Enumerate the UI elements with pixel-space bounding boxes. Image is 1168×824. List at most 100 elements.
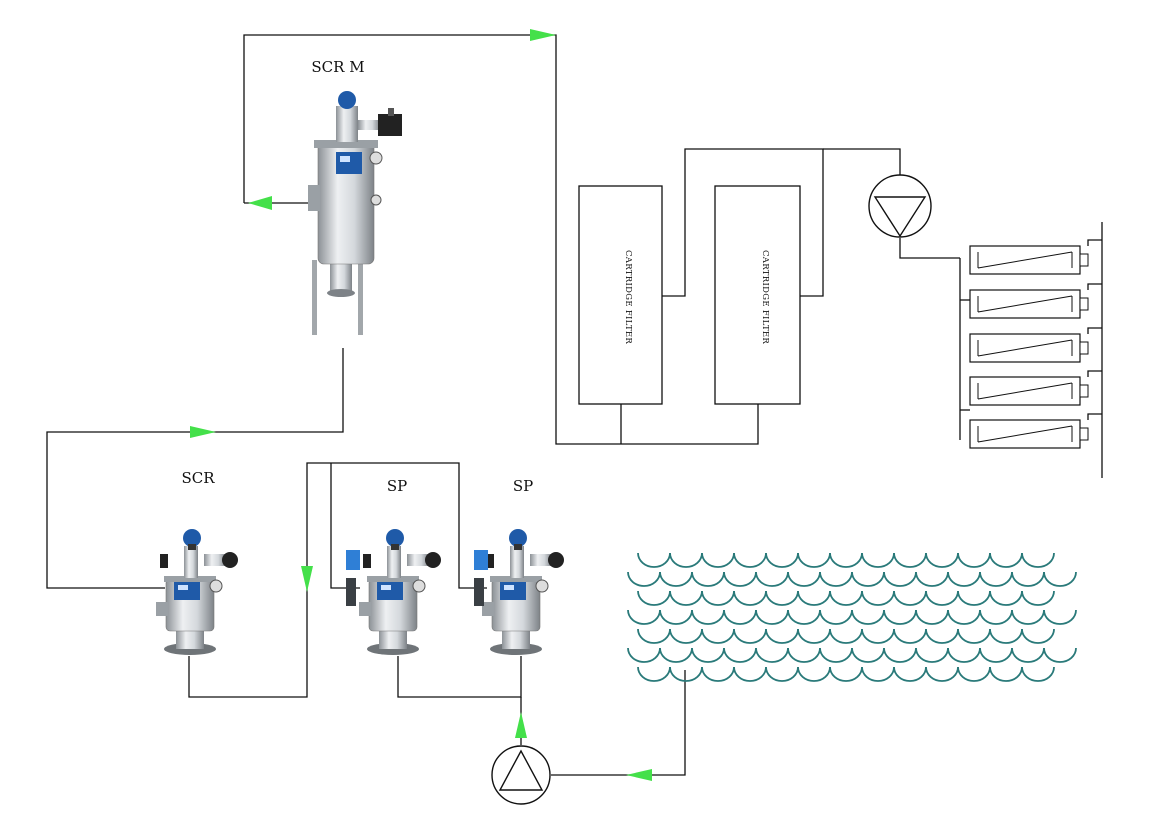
wave-arc [797, 552, 831, 568]
scr-m-filter [308, 91, 402, 335]
wave-arc [1043, 647, 1077, 663]
sp-filter-1 [346, 528, 442, 656]
wave-arc [829, 590, 863, 606]
wave-arc [819, 609, 853, 625]
wave-arc [733, 590, 767, 606]
wave-arc [1021, 590, 1055, 606]
wave-arc [1011, 647, 1045, 663]
wave-arc [733, 552, 767, 568]
wave-arc [755, 571, 789, 587]
wave-arc [989, 666, 1023, 682]
flow-arrow-down [301, 566, 313, 592]
wave-arc [669, 628, 703, 644]
wave-arc [765, 552, 799, 568]
wave-arc [851, 647, 885, 663]
wave-arc [851, 571, 885, 587]
wave-arc [765, 666, 799, 682]
wave-arc [989, 628, 1023, 644]
flow-arrow-top [530, 29, 556, 41]
wave-arc [925, 666, 959, 682]
wave-arc [765, 628, 799, 644]
wave-arc [925, 552, 959, 568]
wave-arc [957, 590, 991, 606]
wave-arc [733, 666, 767, 682]
pump-icon [491, 745, 551, 805]
wave-arc [627, 571, 661, 587]
wave-arc [861, 628, 895, 644]
scr-label: SCR [181, 469, 215, 487]
wave-arc [883, 571, 917, 587]
pipe-network [46, 34, 1103, 776]
wave-arc [1043, 571, 1077, 587]
wave-arc [989, 552, 1023, 568]
wave-arc [733, 628, 767, 644]
membrane-bank [960, 239, 1102, 449]
wave-arc [723, 571, 757, 587]
flow-arrow-up [515, 712, 527, 738]
wave-arc [893, 552, 927, 568]
wave-arc [819, 571, 853, 587]
scr-filter [155, 528, 239, 656]
wave-arc [701, 590, 735, 606]
flow-arrows [190, 29, 652, 781]
wave-arc [861, 552, 895, 568]
wave-arc [659, 647, 693, 663]
flow-arrow-return [248, 196, 272, 210]
membrane-module-icon [969, 289, 1089, 319]
wave-arc [915, 571, 949, 587]
cartridge-filter-2: CARTRIDGE FILTER [714, 185, 801, 405]
wave-arc [637, 666, 671, 682]
wave-arc [893, 666, 927, 682]
wave-arc [787, 609, 821, 625]
wave-arc [915, 647, 949, 663]
wave-arc [947, 647, 981, 663]
sp-1-label: SP [387, 477, 407, 495]
wave-arc [947, 609, 981, 625]
wave-arc [925, 590, 959, 606]
wave-arc [861, 666, 895, 682]
wave-arc [691, 609, 725, 625]
wave-arc [723, 609, 757, 625]
wave-arc [829, 628, 863, 644]
wave-arc [979, 647, 1013, 663]
wave-arc [797, 590, 831, 606]
wave-arc [893, 628, 927, 644]
wave-arc [957, 666, 991, 682]
wave-arc [669, 552, 703, 568]
wave-arc [787, 647, 821, 663]
wave-arc [691, 647, 725, 663]
wave-arc [829, 666, 863, 682]
wave-arc [1043, 609, 1077, 625]
wave-arc [1021, 666, 1055, 682]
membrane-module-icon [969, 245, 1089, 275]
self-cleaning-filter-icon [358, 528, 442, 656]
membrane-module-icon [969, 376, 1089, 406]
wave-arc [883, 647, 917, 663]
wave-arc [637, 590, 671, 606]
wave-arc [1021, 628, 1055, 644]
wave-arc [1011, 571, 1045, 587]
wave-arc [691, 571, 725, 587]
cartridge-filter-1: CARTRIDGE FILTER [578, 185, 663, 405]
wave-arc [883, 609, 917, 625]
wave-arc [627, 609, 661, 625]
wave-arc [893, 590, 927, 606]
sp-2-label: SP [513, 477, 533, 495]
wave-arc [989, 590, 1023, 606]
wave-arc [851, 609, 885, 625]
wave-arc [765, 590, 799, 606]
wave-arc [701, 628, 735, 644]
wave-arc [1011, 609, 1045, 625]
wave-arc [669, 666, 703, 682]
membrane-module-icon [969, 419, 1089, 449]
pump-icon [868, 174, 932, 238]
scr-m-label: SCR M [311, 58, 364, 76]
cartridge-filter-1-label: CARTRIDGE FILTER [623, 250, 633, 344]
sp-filter-2 [474, 528, 565, 656]
wave-arc [1021, 552, 1055, 568]
cartridge-filter-2-label: CARTRIDGE FILTER [760, 250, 770, 344]
wave-arc [659, 609, 693, 625]
wave-arc [979, 609, 1013, 625]
wave-arc [669, 590, 703, 606]
wave-arc [637, 552, 671, 568]
